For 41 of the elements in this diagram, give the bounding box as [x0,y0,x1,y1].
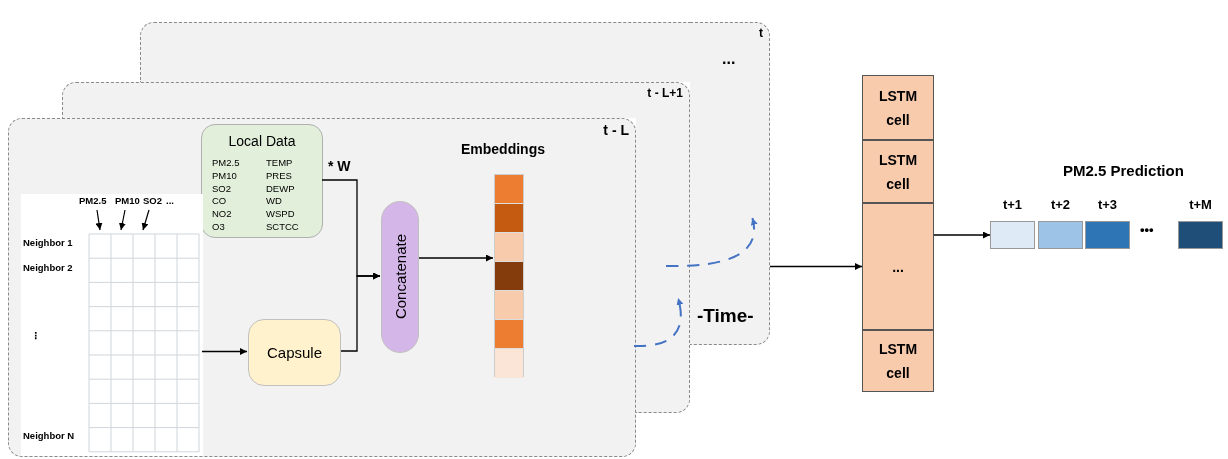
panel-time-label: t - L+1 [647,86,683,100]
lstm-cell: LSTM cell [862,140,934,203]
edge-label: * W [326,158,353,174]
row-label: Neighbor 1 [23,237,73,248]
arrow [201,348,248,355]
row-label: ⋮ [31,330,41,341]
local-data-card [201,124,323,238]
column-header: PM10 [115,195,140,206]
ellipsis-label: ... [722,50,736,68]
variable-list: TEMP PRES DEWP WD WSPD SCTCC [266,157,299,234]
column-header: ... [166,195,174,206]
lstm-cell: LSTM cell [862,75,934,140]
column-header: PM2.5 [79,195,107,206]
arrow [339,272,381,352]
row-label: Neighbor 2 [23,262,73,273]
lstm-cell: ... [862,203,934,330]
time-step-panel [636,82,690,413]
time-step-label: t+3 [1096,197,1119,212]
row-label: Neighbor N [23,430,75,441]
time-axis-label: -Time- [697,305,754,327]
embeddings-heading: Embeddings [461,141,545,157]
time-step-panel [8,118,636,457]
time-step-panel [690,22,770,345]
column-header: SO2 [143,195,162,206]
panel-time-label: t [759,26,763,40]
time-step-label: t+M [1188,197,1213,212]
capsule-box: Capsule [248,319,341,386]
panel-time-label: t - L [603,122,629,138]
dashed-curved-arrow [633,297,684,347]
arrow [417,254,494,262]
arrow [933,231,991,239]
time-step-label: t+2 [1049,197,1072,212]
arrow [769,263,863,270]
time-step-label: t+1 [1001,197,1024,212]
concatenate-box: Concatenate [381,201,419,353]
dashed-curved-arrow [665,217,758,267]
prediction-heading: PM2.5 Prediction [1063,162,1184,179]
variable-list: PM2.5 PM10 SO2 CO NO2 O3 [212,157,240,234]
lstm-cell: LSTM cell [862,330,934,392]
card-heading: Local Data [227,133,297,149]
ellipsis-dots: ••• [1140,222,1154,237]
